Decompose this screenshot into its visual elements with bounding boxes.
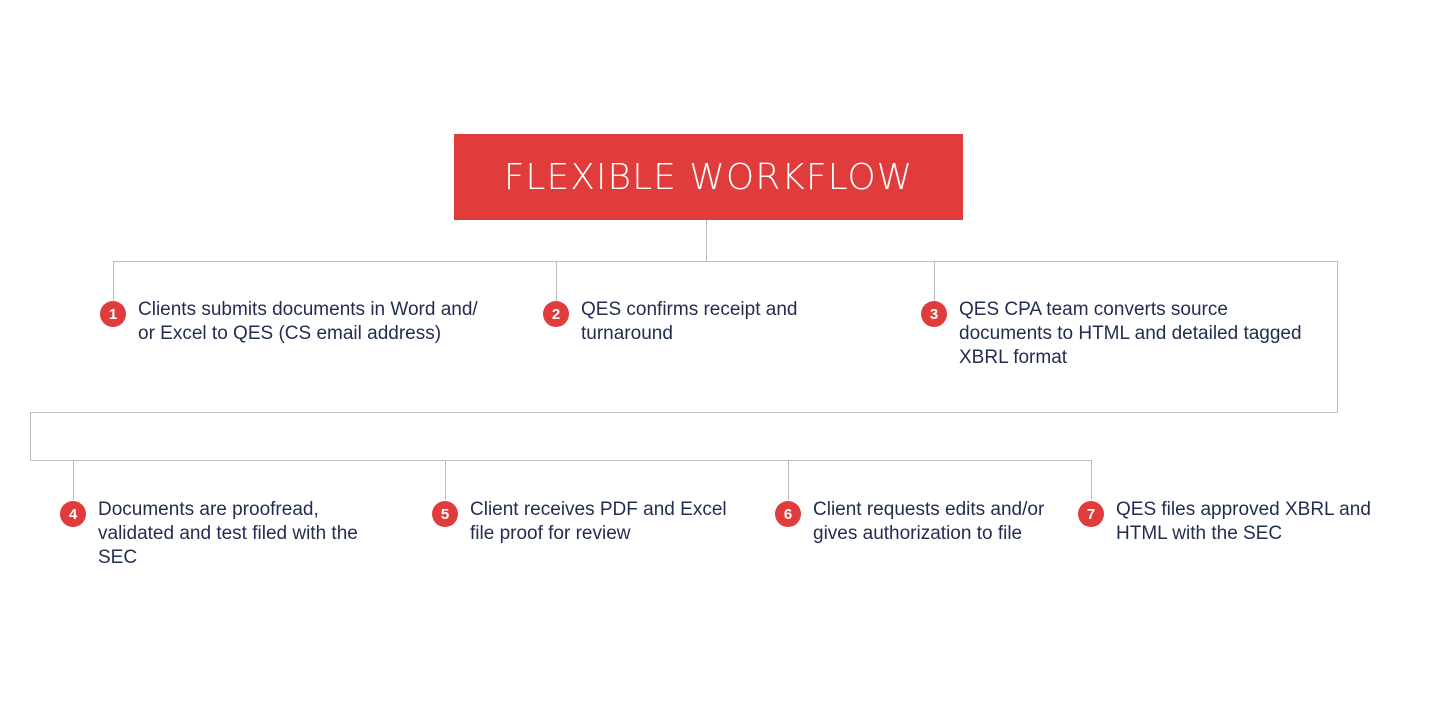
workflow-step-7: 7 QES files approved XBRL and HTML with … bbox=[1078, 498, 1371, 546]
step-description: Client requests edits and/or gives autho… bbox=[813, 498, 1044, 546]
step-description: QES files approved XBRL and HTML with th… bbox=[1116, 498, 1371, 546]
step-text-line: QES CPA team converts source bbox=[959, 299, 1228, 320]
connector-step-6 bbox=[788, 460, 789, 500]
step-text-line: HTML with the SEC bbox=[1116, 523, 1283, 544]
step-number-badge: 1 bbox=[100, 301, 126, 327]
step-description: QES CPA team converts source documents t… bbox=[959, 298, 1302, 370]
step-text-line: turnaround bbox=[581, 323, 673, 344]
step-text-line: Clients submits documents in Word and/ bbox=[138, 299, 478, 320]
step-description: Clients submits documents in Word and/ o… bbox=[138, 298, 478, 346]
step-number-badge: 7 bbox=[1078, 501, 1104, 527]
step-number-badge: 4 bbox=[60, 501, 86, 527]
step-number-badge: 2 bbox=[543, 301, 569, 327]
connector-step-7 bbox=[1091, 460, 1092, 500]
connector-step-1 bbox=[113, 261, 114, 301]
step-text-line: file proof for review bbox=[470, 523, 631, 544]
step-text-line: XBRL format bbox=[959, 347, 1068, 368]
connector-left-wrap bbox=[30, 412, 31, 461]
connector-middle-bus bbox=[30, 412, 1338, 413]
step-text-line: validated and test filed with the bbox=[98, 523, 358, 544]
step-number-badge: 5 bbox=[432, 501, 458, 527]
step-text-line: Documents are proofread, bbox=[98, 499, 319, 520]
workflow-step-1: 1 Clients submits documents in Word and/… bbox=[100, 298, 478, 346]
connector-bottom-bus bbox=[30, 460, 1092, 461]
step-text-line: Client requests edits and/or bbox=[813, 499, 1045, 520]
connector-header-stem bbox=[706, 220, 707, 261]
step-text-line: or Excel to QES (CS email address) bbox=[138, 323, 442, 344]
workflow-step-5: 5 Client receives PDF and Excel file pro… bbox=[432, 498, 727, 546]
workflow-step-4: 4 Documents are proofread, validated and… bbox=[60, 498, 358, 570]
workflow-step-3: 3 QES CPA team converts source documents… bbox=[921, 298, 1302, 370]
connector-step-4 bbox=[73, 460, 74, 500]
step-text-line: documents to HTML and detailed tagged bbox=[959, 323, 1302, 344]
step-text-line: gives authorization to file bbox=[813, 523, 1023, 544]
step-description: Client receives PDF and Excel file proof… bbox=[470, 498, 727, 546]
step-number-badge: 3 bbox=[921, 301, 947, 327]
step-text-line: QES confirms receipt and bbox=[581, 299, 798, 320]
diagram-title: FLEXIBLE WORKFLOW bbox=[503, 156, 914, 198]
connector-right-wrap bbox=[1337, 261, 1338, 413]
step-text-line: Client receives PDF and Excel bbox=[470, 499, 727, 520]
connector-step-3 bbox=[934, 261, 935, 301]
workflow-step-2: 2 QES confirms receipt and turnaround bbox=[543, 298, 797, 346]
connector-step-5 bbox=[445, 460, 446, 500]
step-description: QES confirms receipt and turnaround bbox=[581, 298, 797, 346]
step-description: Documents are proofread, validated and t… bbox=[98, 498, 358, 570]
step-number-badge: 6 bbox=[775, 501, 801, 527]
connector-step-2 bbox=[556, 261, 557, 301]
workflow-step-6: 6 Client requests edits and/or gives aut… bbox=[775, 498, 1044, 546]
workflow-header: FLEXIBLE WORKFLOW bbox=[454, 134, 963, 220]
step-text-line: QES files approved XBRL and bbox=[1116, 499, 1371, 520]
step-text-line: SEC bbox=[98, 547, 138, 568]
connector-top-bus bbox=[113, 261, 1338, 262]
